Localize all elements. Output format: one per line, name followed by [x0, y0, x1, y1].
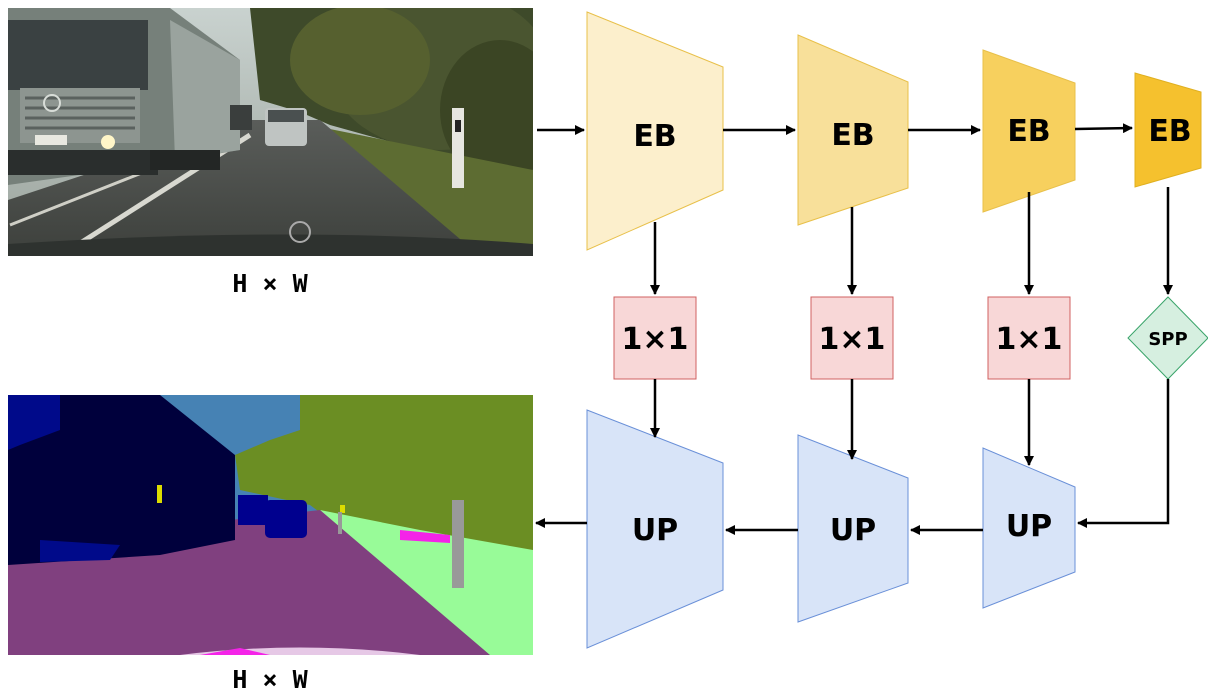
decoder-block-label: UP [632, 513, 678, 548]
encoder-block-2: EB [797, 34, 909, 226]
decoder-block-label: UP [1006, 509, 1052, 544]
spp-label: SPP [1148, 329, 1187, 350]
connection-arrows [535, 123, 1173, 535]
output-size-label: H × W [232, 665, 308, 692]
decoder-block-3: UP [982, 447, 1076, 609]
encoder-block-label: EB [1007, 114, 1050, 149]
conv1x1-block-3: 1×1 [987, 296, 1071, 380]
conv1x1-label: 1×1 [622, 322, 689, 357]
decoder-block-2: UP [797, 434, 909, 623]
encoder-block-label: EB [633, 119, 676, 154]
spp-block: SPP [1127, 296, 1208, 380]
conv1x1-label: 1×1 [996, 322, 1063, 357]
encoder-block-4: EB [1134, 72, 1202, 188]
encoder-block-1: EB [586, 11, 724, 251]
input-size-label: H × W [232, 269, 308, 298]
decoder-block-1: UP [586, 409, 724, 649]
encoder-block-label: EB [1148, 114, 1191, 149]
encoder-block-3: EB [982, 49, 1076, 213]
arrow-spp-to-up3 [1077, 379, 1170, 528]
segmentation-output [8, 395, 533, 655]
conv1x1-label: 1×1 [819, 322, 886, 357]
decoder-block-label: UP [830, 513, 876, 548]
conv1x1-block-1: 1×1 [613, 296, 697, 380]
encoder-block-label: EB [831, 118, 874, 153]
conv1x1-block-2: 1×1 [810, 296, 894, 380]
arrow-eb3-to-eb4 [1074, 123, 1133, 134]
input-photo [8, 8, 533, 256]
